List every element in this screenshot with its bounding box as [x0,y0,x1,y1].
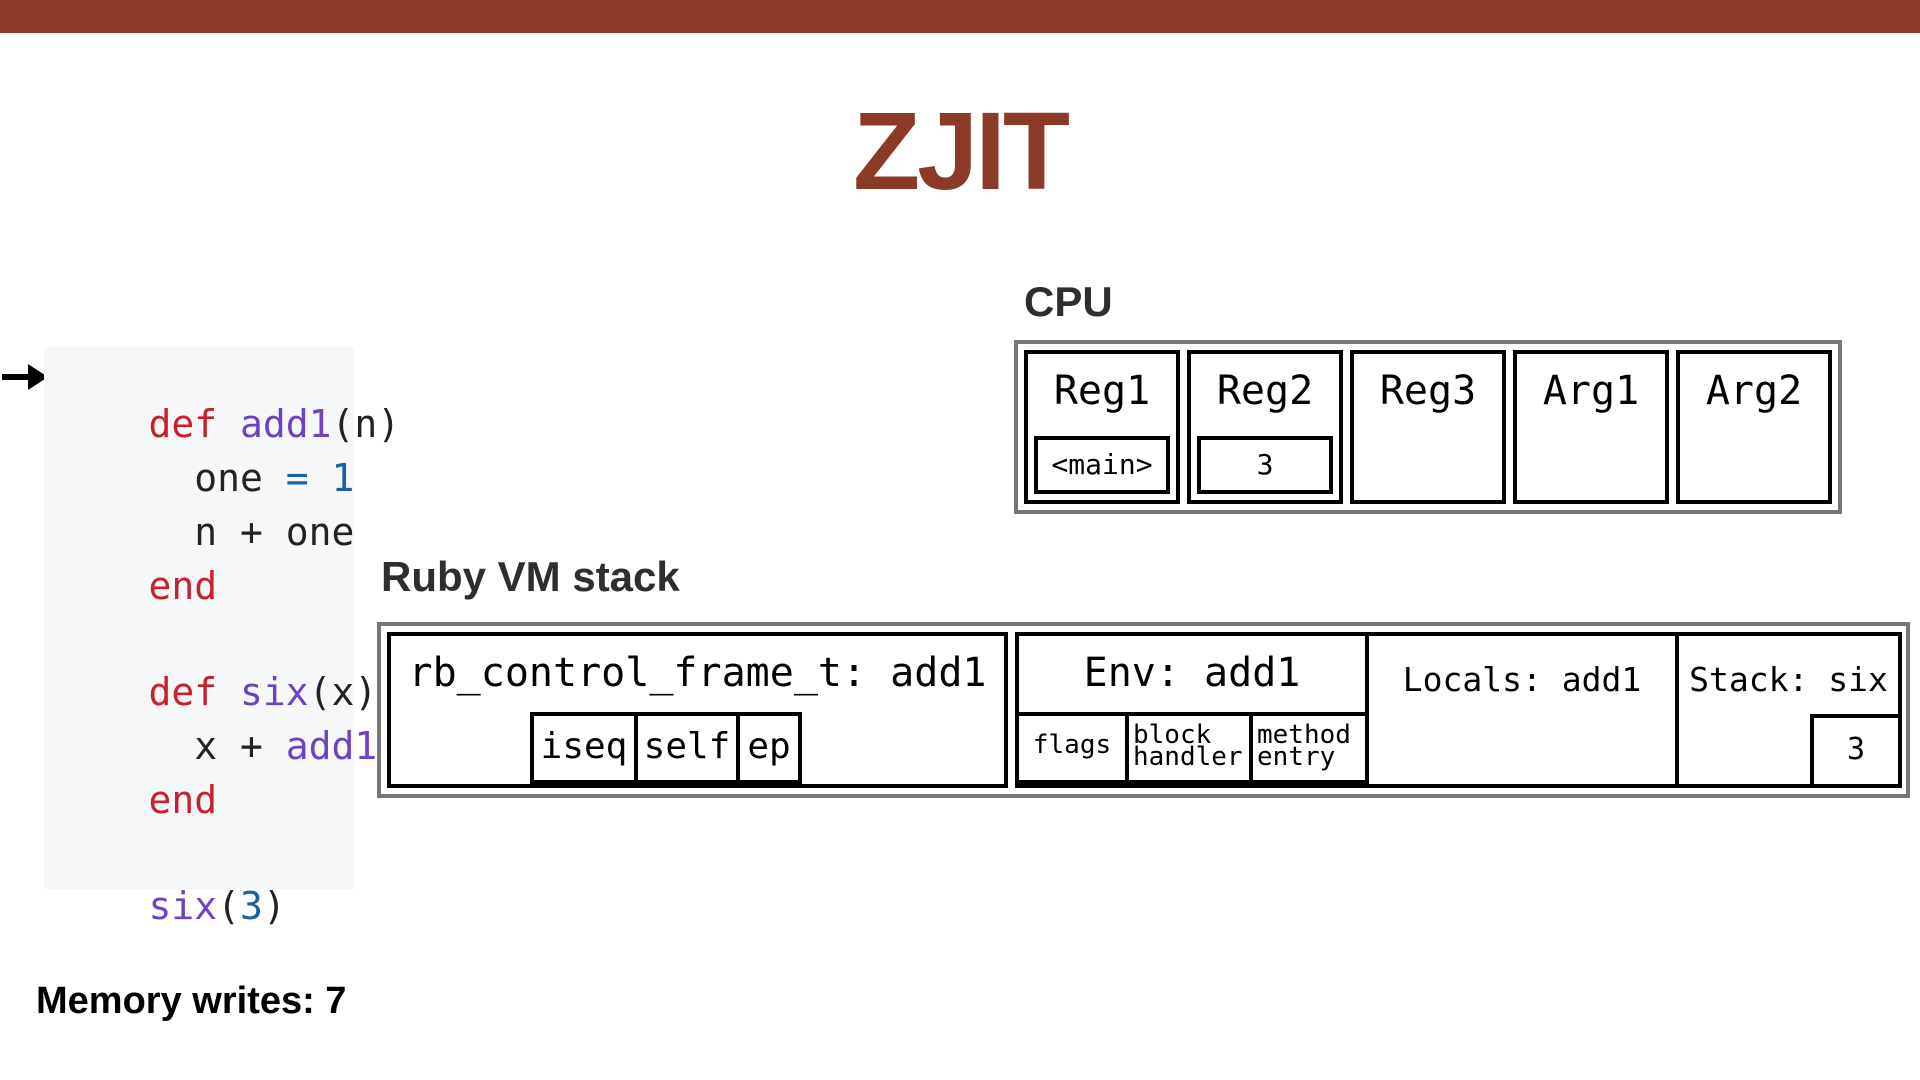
code-token: = 1 [285,456,355,500]
code-line: def add1(n) [57,355,401,493]
cpu-cell-arg1: Arg1 [1513,350,1669,504]
code-line: one = 1 [57,409,354,547]
env-title: Env: add1 [1083,650,1301,696]
cpu-cell-value: <main> [1034,436,1170,494]
env-field-method-entry: method entry [1249,712,1369,784]
cpu-cell-value: 3 [1197,436,1333,494]
slide-title: ZJIT [852,90,1070,213]
code-token: end [148,778,218,822]
code-token: 3 [240,884,263,928]
cpu-cell-name: Reg2 [1216,368,1314,414]
stack-value: 3 [1810,714,1902,788]
vm-stack-label: Ruby VM stack [381,553,680,600]
top-accent-bar [0,0,1920,33]
cpu-cell-name: Arg2 [1705,368,1803,414]
code-line: end [57,517,218,655]
stack-cell: Stack: six 3 [1675,632,1902,788]
env-field-block-handler: block handler [1125,712,1253,784]
code-token: x + [148,724,286,768]
vm-stack-box: rb_control_frame_t: add1 iseq self ep En… [377,622,1910,798]
code-token: one [148,456,286,500]
code-line: def six(x) [57,623,378,761]
locals-cell: Locals: add1 [1365,632,1679,788]
control-frame-cell: rb_control_frame_t: add1 iseq self ep [387,632,1008,788]
code-line: end [57,731,218,869]
cpu-cell-name: Reg1 [1053,368,1151,414]
code-token: ) [262,884,286,928]
control-frame-title: rb_control_frame_t: add1 [408,650,987,696]
code-line: six(3) [57,837,286,975]
code-token: six [148,884,218,928]
locals-title: Locals: add1 [1402,660,1642,699]
code-token: add1 [285,724,378,768]
code-token: n + one [148,510,355,554]
code-token: def [148,670,241,714]
memory-writes-counter: Memory writes: 7 [36,980,347,1022]
code-token: add1 [240,402,332,446]
stack-title: Stack: six [1689,660,1888,699]
cpu-cell-arg2: Arg2 [1676,350,1832,504]
code-token: (x) [308,670,378,714]
code-token: ( [217,884,241,928]
cpu-cell-reg1: Reg1 <main> [1024,350,1180,504]
current-line-arrow-icon [2,364,48,390]
cf-field-self: self [634,712,740,784]
env-cell: Env: add1 flags block handler method ent… [1015,632,1369,788]
code-line: n + one [57,463,354,601]
cpu-box: Reg1 <main> Reg2 3 Reg3 Arg1 Arg2 [1014,340,1842,514]
code-panel: def add1(n) one = 1 n + one end def six(… [44,347,446,928]
cpu-cell-reg2: Reg2 3 [1187,350,1343,504]
code-token: def [148,402,241,446]
code-token: (n) [331,402,401,446]
code-token: end [148,564,218,608]
cpu-cell-reg3: Reg3 [1350,350,1506,504]
cf-field-iseq: iseq [530,712,638,784]
code-token: six [240,670,309,714]
cf-field-ep: ep [736,712,802,784]
cpu-label: CPU [1024,278,1113,325]
cpu-cell-name: Reg3 [1379,368,1477,414]
env-field-flags: flags [1015,712,1129,784]
cpu-cell-name: Arg1 [1542,368,1640,414]
